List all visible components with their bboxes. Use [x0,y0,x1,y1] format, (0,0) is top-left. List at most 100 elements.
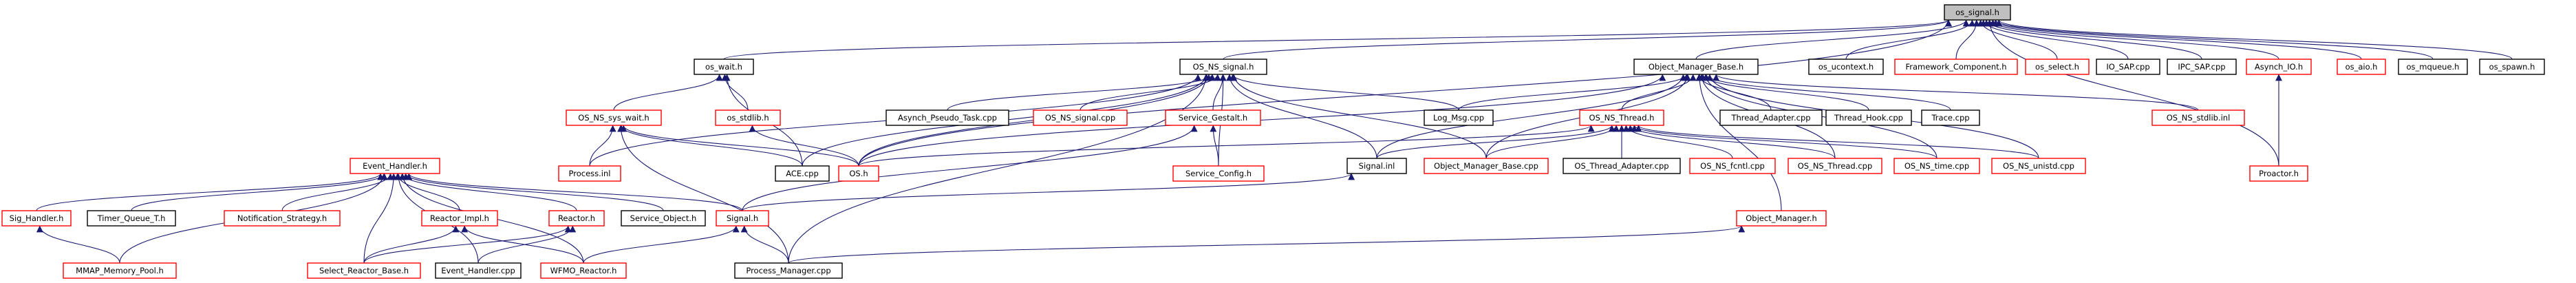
node-os-aio-h[interactable]: os_aio.h [2337,59,2386,75]
node-trace-cpp[interactable]: Trace.cpp [1921,109,1980,126]
node-os-ns-unistd-cpp[interactable]: OS_NS_unistd.cpp [1991,158,2086,174]
node-os-spawn-h[interactable]: os_spawn.h [2479,59,2545,75]
node-event-handler-cpp[interactable]: Event_Handler.cpp [435,262,522,279]
node-io-sap-cpp[interactable]: IO_SAP.cpp [2096,59,2160,75]
node-framework-component-h[interactable]: Framework_Component.h [1894,59,2018,75]
node-signal-inl[interactable]: Signal.inl [1346,158,1407,174]
node-label: OS_NS_sys_wait.h [578,113,649,123]
node-ipc-sap-cpp[interactable]: IPC_SAP.cpp [2167,59,2237,75]
node-os-stdlib-h[interactable]: os_stdlib.h [715,109,781,126]
node-thread-hook-cpp[interactable]: Thread_Hook.cpp [1825,109,1912,126]
node-service-object-h[interactable]: Service_Object.h [621,210,706,227]
node-event-handler-h[interactable]: Event_Handler.h [350,158,440,174]
node-box [1563,158,1681,174]
node-ace-cpp[interactable]: ACE.cpp [775,165,830,182]
node-label: OS_NS_Thread.h [1589,113,1655,123]
node-os-ns-signal-cpp[interactable]: OS_NS_signal.cpp [1033,109,1128,126]
node-box [1179,59,1267,75]
node-box [1424,109,1494,126]
node-label: OS_NS_Thread.cpp [1798,161,1873,171]
node-label: Object_Manager_Base.h [1649,62,1743,72]
node-label: os_ucontext.h [1818,62,1874,72]
node-os-thread-adapter-cpp[interactable]: OS_Thread_Adapter.cpp [1563,158,1681,174]
node-process-inl[interactable]: Process.inl [558,165,621,182]
node-asynch-pseudo-task-cpp[interactable]: Asynch_Pseudo_Task.cpp [886,109,1009,126]
edge-asynch-io-h-to-os-signal-h [1986,19,2279,60]
node-thread-adapter-cpp[interactable]: Thread_Adapter.cpp [1719,109,1823,126]
node-box [421,210,498,227]
edge-os-ns-signal-cpp-to-os-ns-signal-h [1080,74,1221,111]
node-os-ns-fcntl-cpp[interactable]: OS_NS_fcntl.cpp [1689,158,1776,174]
node-reactor-h[interactable]: Reactor.h [548,210,605,227]
node-box [2151,109,2245,126]
node-signal-h[interactable]: Signal.h [716,210,769,227]
node-os-ucontext-h[interactable]: os_ucontext.h [1808,59,1884,75]
node-service-config-h[interactable]: Service_Config.h [1172,165,1265,182]
node-box [1346,158,1407,174]
node-object-manager-base-h[interactable]: Object_Manager_Base.h [1633,59,1759,75]
edge-select-reactor-base-h-to-event-handler-h [363,173,398,264]
node-reactor-impl-h[interactable]: Reactor_Impl.h [421,210,498,227]
edge-process-manager-cpp-to-os-ns-sys-wait-h [617,125,789,264]
node-label: Signal.h [727,213,758,223]
edge-object-manager-base-cpp-to-os-ns-thread-h [1485,125,1620,159]
node-os-wait-h[interactable]: os_wait.h [694,59,754,75]
edge-asynch-pseudo-task-cpp-to-os-ns-signal-h [947,74,1216,111]
node-object-manager-base-cpp[interactable]: Object_Manager_Base.cpp [1424,158,1549,174]
node-wfmo-reactor-h[interactable]: WFMO_Reactor.h [540,262,627,279]
node-os-ns-stdlib-inl[interactable]: OS_NS_stdlib.inl [2151,109,2245,126]
node-box [350,158,440,174]
node-label: IO_SAP.cpp [2106,62,2149,72]
node-label: MMAP_Memory_Pool.h [76,266,164,275]
edge-os-h-to-os-ns-sys-wait-h [620,125,859,167]
edge-signal-h-to-signal-inl [742,173,1355,211]
edge-os-ns-unistd-cpp-to-os-ns-thread-h [1635,125,2039,159]
node-timer-queue-t-h[interactable]: Timer_Queue_T.h [87,210,176,227]
node-os-mqueue-h[interactable]: os_mqueue.h [2398,59,2468,75]
node-box [1991,158,2086,174]
edge-framework-component-h-to-os-signal-h [1955,19,1980,60]
node-asynch-io-h[interactable]: Asynch_IO.h [2246,59,2312,75]
node-proactor-h[interactable]: Proactor.h [2249,165,2308,182]
node-label: Proactor.h [2259,169,2299,178]
node-box [1719,109,1823,126]
node-service-gestalt-h[interactable]: Service_Gestalt.h [1165,109,1261,126]
node-notification-strategy-h[interactable]: Notification_Strategy.h [224,210,341,227]
edge-process-manager-cpp-to-object-manager-h [788,225,1745,264]
edge-ace-cpp-to-os-ns-sys-wait-h [618,125,803,167]
node-box [87,210,176,227]
node-box [1944,4,2011,21]
node-box [2025,59,2090,75]
node-label: Asynch_IO.h [2255,62,2303,72]
edge-os-ns-thread-cpp-to-os-ns-thread-h [1627,125,1836,159]
node-label: IPC_SAP.cpp [2178,62,2225,72]
node-mmap-memory-pool-h[interactable]: MMAP_Memory_Pool.h [63,262,177,279]
node-label: os_stdlib.h [727,113,769,123]
node-object-manager-h[interactable]: Object_Manager.h [1736,210,1827,227]
node-log-msg-cpp[interactable]: Log_Msg.cpp [1424,109,1494,126]
node-select-reactor-base-h[interactable]: Select_Reactor_Base.h [307,262,421,279]
node-os-ns-sys-wait-h[interactable]: OS_NS_sys_wait.h [566,109,662,126]
node-os-ns-signal-h[interactable]: OS_NS_signal.h [1179,59,1267,75]
node-os-ns-time-cpp[interactable]: OS_NS_time.cpp [1893,158,1980,174]
node-label: Sig_Handler.h [10,213,64,223]
node-os-h[interactable]: OS.h [838,165,879,182]
edge-layer [36,19,2513,264]
node-process-manager-cpp[interactable]: Process_Manager.cpp [734,262,843,279]
node-label: OS_NS_signal.h [1193,62,1254,72]
node-label: OS_NS_time.cpp [1904,161,1969,171]
node-label: os_wait.h [705,62,742,72]
node-box [2398,59,2468,75]
node-label: ACE.cpp [786,169,819,178]
edge-os-spawn-h-to-os-signal-h [1995,19,2513,60]
edge-service-gestalt-h-to-os-ns-signal-h [1212,74,1227,111]
node-os-ns-thread-h[interactable]: OS_NS_Thread.h [1579,109,1664,126]
node-os-select-h[interactable]: os_select.h [2025,59,2090,75]
node-box [716,210,769,227]
node-os-ns-thread-cpp[interactable]: OS_NS_Thread.cpp [1788,158,1882,174]
node-label: Timer_Queue_T.h [97,213,166,223]
node-box [1825,109,1912,126]
node-box [1736,210,1827,227]
node-box [1893,158,1980,174]
node-sig-handler-h[interactable]: Sig_Handler.h [1,210,72,227]
